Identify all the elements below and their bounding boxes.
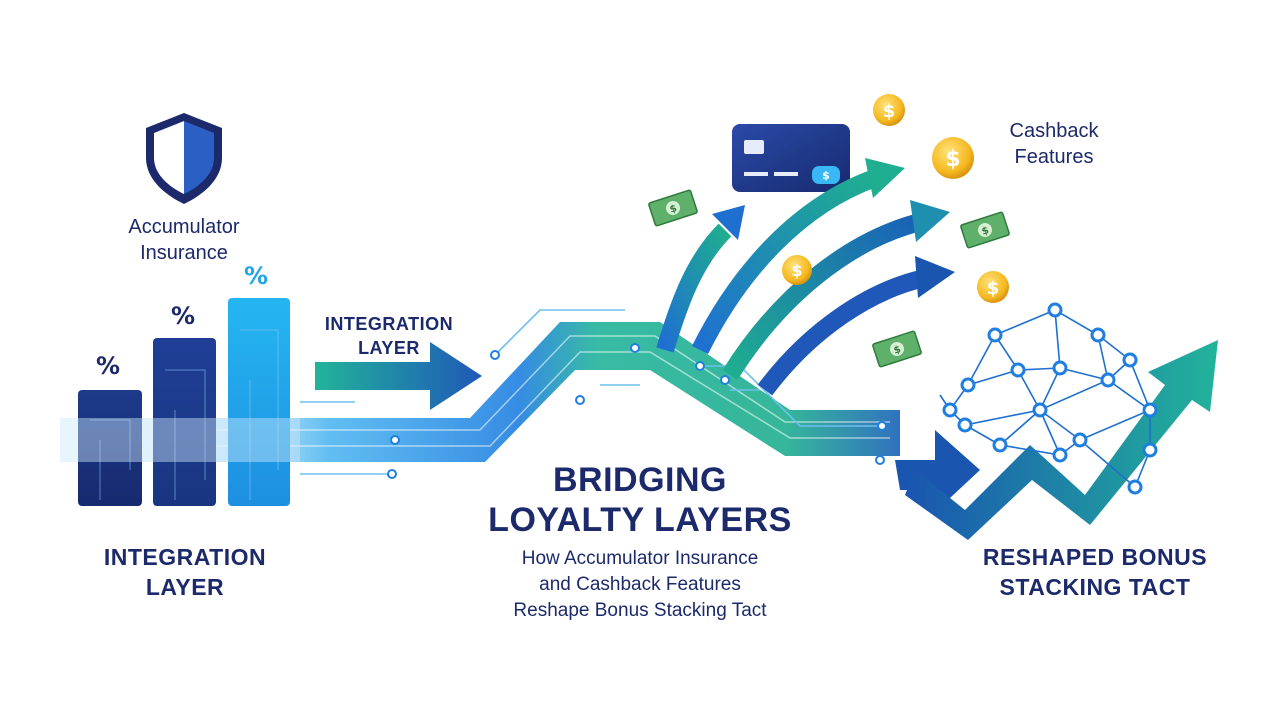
shield-icon xyxy=(146,113,222,204)
bar-overlay-band xyxy=(60,418,300,462)
circuit-nodes xyxy=(387,343,887,479)
coin-icon: $ xyxy=(782,255,812,285)
integration-layer-bottom-label: INTEGRATION LAYER xyxy=(103,544,267,600)
flow-band xyxy=(140,322,900,462)
bill-icon: $ xyxy=(960,211,1010,249)
svg-text:$: $ xyxy=(987,278,1000,299)
subtitle-line-3: Reshape Bonus Stacking Tact xyxy=(513,600,767,621)
percent-label-bar-2: % xyxy=(171,302,196,330)
subtitle-line-1: How Accumulator Insurance xyxy=(521,548,759,569)
integration-arrow xyxy=(315,342,482,410)
subtitle-line-2: and Cashback Features xyxy=(539,574,741,595)
circuit-lines xyxy=(160,335,890,447)
svg-text:$: $ xyxy=(822,169,830,182)
gold-coin-icons: $ $ $ $ xyxy=(782,94,1009,303)
svg-text:$: $ xyxy=(883,101,896,122)
credit-card-icon: $ xyxy=(732,124,850,192)
cashback-arrows xyxy=(656,158,955,396)
reshaped-bonus-label: RESHAPED BONUS STACKING TACT xyxy=(982,544,1208,600)
network-graph-icon xyxy=(939,302,1158,495)
coin-icon: $ xyxy=(873,94,905,126)
bar-2 xyxy=(153,338,216,506)
svg-text:$: $ xyxy=(945,147,960,172)
bill-icon: $ xyxy=(648,189,698,227)
coin-icon: $ xyxy=(932,137,974,179)
dollar-bill-icons: $ $ $ xyxy=(648,189,1010,368)
title-line-1: BRIDGING xyxy=(553,461,727,499)
percent-label-bar-3: % xyxy=(244,262,269,290)
accumulator-insurance-label: Accumulator Insurance xyxy=(128,216,240,264)
cashback-features-label: Cashback Features xyxy=(1009,120,1099,168)
circuit-traces xyxy=(300,309,880,475)
title-line-2: LOYALTY LAYERS xyxy=(488,501,792,539)
bar-1 xyxy=(78,390,142,506)
coin-icon: $ xyxy=(977,271,1009,303)
reshaped-zigzag-arrow xyxy=(895,340,1218,540)
percent-label-bar-1: % xyxy=(96,352,121,380)
integration-layer-arrow-label: INTEGRATION LAYER xyxy=(324,314,454,358)
bill-icon: $ xyxy=(872,330,922,368)
svg-text:$: $ xyxy=(668,203,678,216)
bar-chart-graphic xyxy=(78,298,290,506)
svg-text:$: $ xyxy=(980,225,990,238)
svg-text:$: $ xyxy=(892,344,902,357)
svg-text:$: $ xyxy=(791,261,802,280)
bar-3 xyxy=(228,298,290,506)
